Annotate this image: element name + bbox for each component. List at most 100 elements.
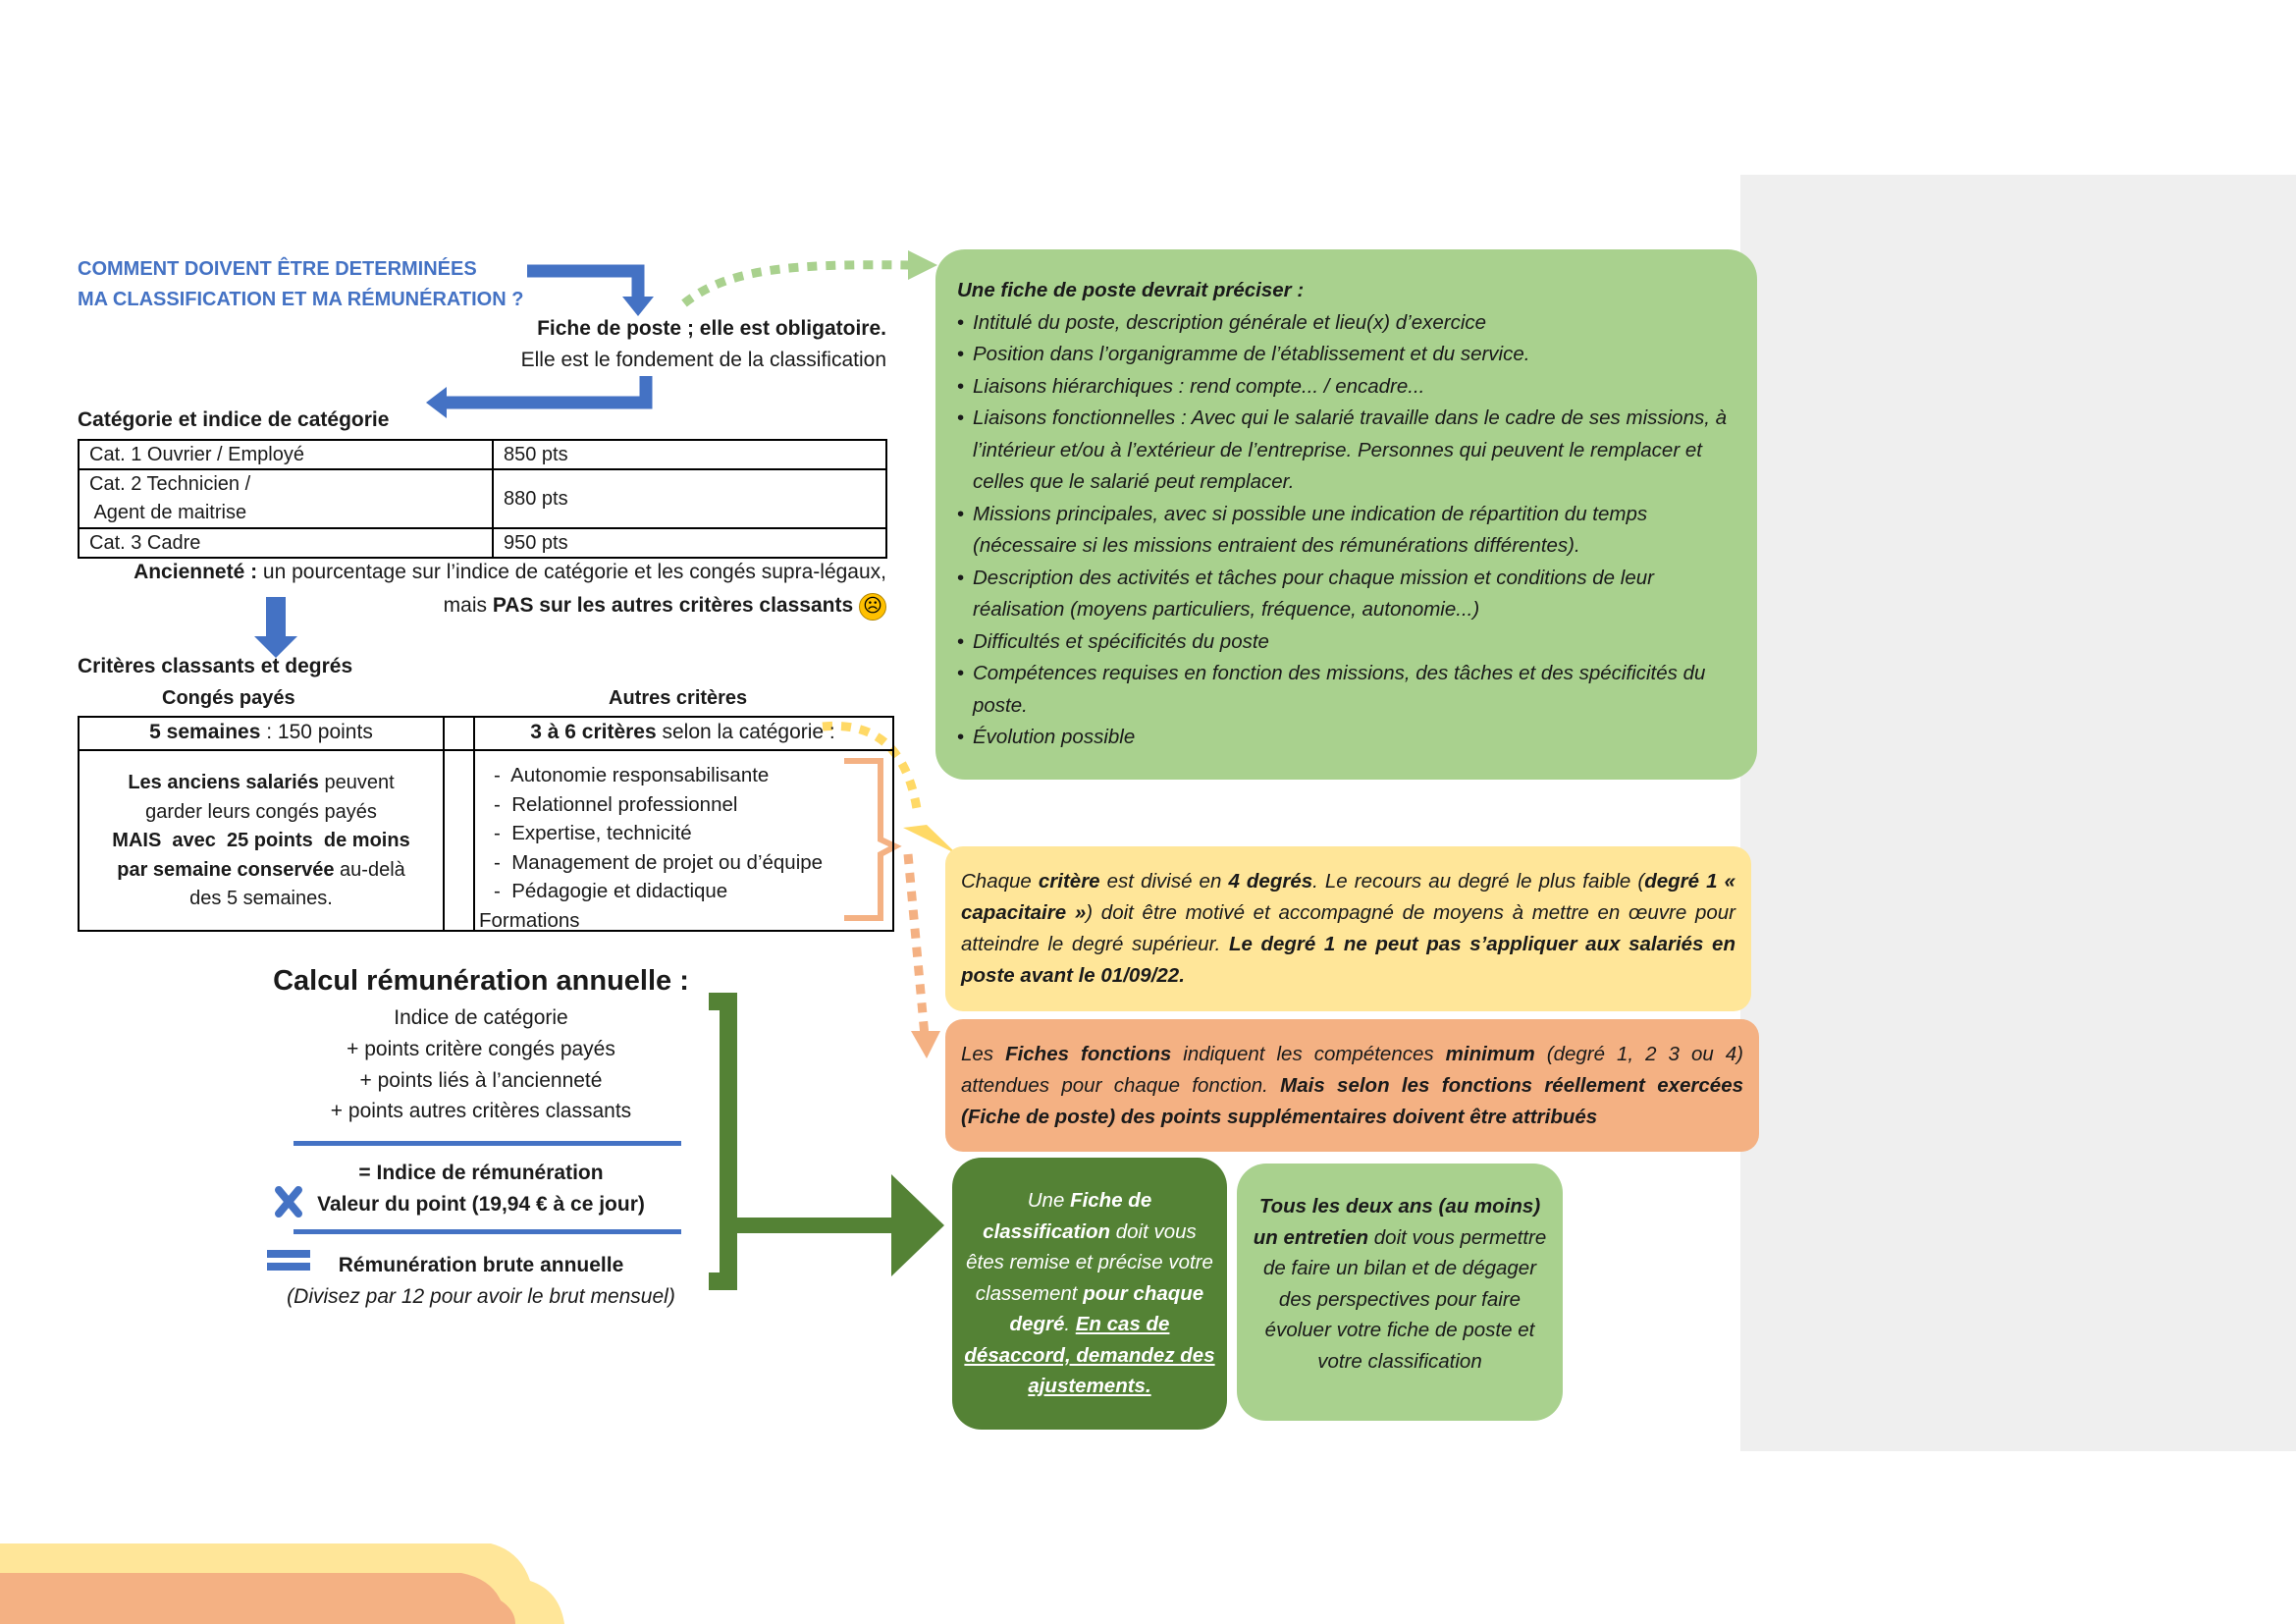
- fiche-classification-text: Une Fiche de classification doit vous êt…: [962, 1185, 1217, 1402]
- multiply-icon: [275, 1186, 302, 1218]
- calcul-line-6: Valeur du point (19,94 € à ce jour): [317, 1193, 645, 1216]
- degres-box: Chaque critère est divisé en 4 degrés. L…: [945, 846, 1751, 1011]
- list-item: Liaisons fonctionnelles : Avec qui le sa…: [957, 403, 1735, 499]
- cp-points: 5 semaines : 150 points: [80, 721, 443, 744]
- criteria-divider-2: [473, 718, 475, 930]
- categorie-points: 880 pts: [492, 468, 887, 529]
- ff-b2: minimum: [1445, 1043, 1535, 1065]
- anciens-salaries: Les anciens salariés peuvent garder leur…: [80, 769, 443, 914]
- degres-t2: est divisé en: [1099, 870, 1229, 893]
- anciens-b1: Les anciens salariés: [128, 772, 319, 793]
- classif-u1: En cas de désaccord, demandez des ajuste…: [964, 1313, 1215, 1397]
- calc-separator-2: [294, 1229, 681, 1234]
- categorie-row-3: Cat. 3 Cadre 950 pts: [78, 527, 887, 559]
- green-bracket: [709, 993, 737, 1290]
- categorie-row-1: Cat. 1 Ouvrier / Employé 850 pts: [78, 439, 887, 470]
- anciens-t1: peuvent: [318, 772, 395, 793]
- fiche-poste-box: Une fiche de poste devrait préciser : In…: [935, 249, 1757, 780]
- decorative-wave-orange: [0, 1573, 515, 1624]
- autres-criteres-list: - Autonomie responsabilisante - Relation…: [479, 761, 823, 936]
- classif-t1: Une: [1027, 1189, 1071, 1212]
- green-arrow-shaft: [728, 1218, 895, 1233]
- calcul-line-2: + points critère congés payés: [347, 1038, 615, 1060]
- anciennete-text: un pourcentage sur l’indice de catégorie…: [257, 561, 886, 583]
- calcul-line-7: Rémunération brute annuelle: [338, 1254, 624, 1276]
- fiche-classification-box: Une Fiche de classification doit vous êt…: [952, 1158, 1227, 1430]
- calcul-line-8: (Divisez par 12 pour avoir le brut mensu…: [287, 1285, 675, 1308]
- col-conges-head: Congés payés: [162, 687, 295, 709]
- degres-text: Chaque critère est divisé en 4 degrés. L…: [961, 866, 1735, 992]
- ff-t2: indiquent les compétences: [1171, 1043, 1446, 1065]
- classif-b2: pour chaque degré: [1009, 1281, 1204, 1336]
- categorie-points: 850 pts: [492, 439, 887, 470]
- categorie-label: Cat. 3 Cadre: [78, 527, 494, 559]
- list-item: - Relationnel professionnel: [494, 792, 738, 816]
- autres-text: selon la catégorie :: [656, 721, 835, 743]
- calcul-title: Calcul rémunération annuelle :: [273, 965, 689, 997]
- anciens-t2: garder leurs congés payés: [145, 800, 377, 823]
- list-item: Liaisons hiérarchiques : rend compte... …: [957, 371, 1735, 404]
- fiche-obligatoire: Fiche de poste ; elle est obligatoire. E…: [432, 313, 886, 376]
- anciens-b3: par semaine conservée: [117, 858, 335, 881]
- entretien-b1: Tous les deux ans (au moins) un entretie…: [1253, 1195, 1541, 1249]
- blue-arrowhead-criteria: [254, 636, 297, 658]
- blue-arrowhead-left: [426, 387, 447, 418]
- ff-t3: (degré 1, 2 3 ou 4) attendues pour chaqu…: [961, 1043, 1743, 1097]
- autres-bold: 3 à 6 critères: [530, 721, 657, 743]
- anciennete-text-2: mais: [443, 594, 493, 617]
- classif-b1: Fiche de classification: [983, 1189, 1152, 1243]
- entretien-text: Tous les deux ans (au moins) un entretie…: [1247, 1191, 1553, 1377]
- blue-arrowhead-down: [622, 297, 654, 316]
- categorie-table: Cat. 1 Ouvrier / Employé 850 pts Cat. 2 …: [78, 439, 887, 559]
- fiches-fonctions-box: Les Fiches fonctions indiquent les compé…: [945, 1019, 1759, 1152]
- anciens-t4: des 5 semaines.: [189, 888, 333, 909]
- calcul-line-5: = Indice de rémunération: [358, 1162, 604, 1184]
- degres-b1: critère: [1038, 870, 1100, 893]
- categorie-points: 950 pts: [492, 527, 887, 559]
- equals-icon: [267, 1250, 310, 1271]
- list-item: Formations: [479, 908, 580, 932]
- fiche-poste-title: Une fiche de poste devrait préciser :: [957, 279, 1305, 301]
- entretien-t1: doit vous permettre de faire un bilan et…: [1262, 1225, 1547, 1373]
- fiche-poste-list: Intitulé du poste, description générale …: [957, 307, 1735, 754]
- yellow-arrowhead: [903, 825, 957, 854]
- ff-b1: Fiches fonctions: [1005, 1043, 1172, 1065]
- list-item: Compétences requises en fonction des mis…: [957, 658, 1735, 722]
- criteria-table: 5 semaines : 150 points 3 à 6 critères s…: [78, 716, 894, 932]
- degres-b2: 4 degrés: [1228, 870, 1313, 893]
- ff-t1: Les: [961, 1043, 1006, 1065]
- orange-arrowhead: [911, 1031, 940, 1058]
- list-item: Difficultés et spécificités du poste: [957, 626, 1735, 659]
- anciennete: Ancienneté : un pourcentage sur l’indice…: [79, 556, 886, 623]
- degres-b4: Le degré 1 ne peut pas s’appliquer aux s…: [961, 933, 1735, 987]
- calcul-line-4: + points autres critères classants: [330, 1100, 632, 1122]
- classif-t3: .: [1064, 1313, 1076, 1335]
- list-item: Intitulé du poste, description générale …: [957, 307, 1735, 340]
- anciens-t3: au-delà: [334, 858, 405, 881]
- green-arrowhead-right: [891, 1174, 944, 1276]
- list-item: Évolution possible: [957, 722, 1735, 754]
- criteria-row-divider: [80, 749, 892, 751]
- ff-b3: Mais selon les fonctions réellement exer…: [961, 1074, 1743, 1128]
- calcul-line-1: Indice de catégorie: [394, 1006, 568, 1029]
- blue-arrow-down: [527, 264, 645, 299]
- green-dotted-connector: [681, 260, 914, 307]
- classif-t2: doit vous êtes remise et précise votre c…: [966, 1219, 1213, 1305]
- question-line-2: MA CLASSIFICATION ET MA RÉMUNÉRATION ?: [78, 289, 524, 310]
- blue-arrow-shaft: [266, 597, 286, 638]
- categorie-row-2: Cat. 2 Technicien / Agent de maitrise 88…: [78, 468, 887, 529]
- side-panel: [1740, 175, 2296, 1451]
- criteria-divider-1: [443, 718, 445, 930]
- fiches-fonctions-text: Les Fiches fonctions indiquent les compé…: [961, 1039, 1743, 1133]
- categorie-label-line2: Agent de maitrise: [89, 502, 247, 523]
- degres-t1: Chaque: [961, 870, 1039, 893]
- degres-b3: degré 1 « capacitaire »: [961, 870, 1735, 924]
- fiche-sub: Elle est le fondement de la classificati…: [520, 349, 886, 371]
- orange-brace: [844, 758, 902, 921]
- list-item: Description des activités et tâches pour…: [957, 563, 1735, 626]
- list-item: - Pédagogie et didactique: [494, 880, 728, 903]
- col-autres-head: Autres critères: [609, 687, 748, 709]
- list-item: - Autonomie responsabilisante: [494, 764, 770, 786]
- list-item: Missions principales, avec si possible u…: [957, 499, 1735, 563]
